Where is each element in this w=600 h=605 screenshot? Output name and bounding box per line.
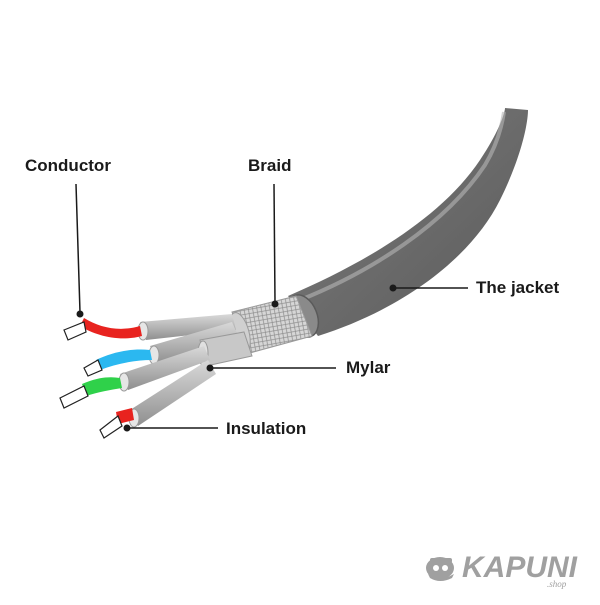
label-insulation: Insulation <box>226 419 307 438</box>
dot-mylar <box>206 364 214 372</box>
label-jacket: The jacket <box>476 278 560 297</box>
jacket-body <box>288 108 528 336</box>
label-braid: Braid <box>248 156 292 175</box>
label-conductor: Conductor <box>25 156 111 175</box>
wire-3-green-core <box>82 377 122 396</box>
wire-2-insulation <box>150 322 240 364</box>
dot-jacket <box>389 284 397 292</box>
label-mylar: Mylar <box>346 358 391 377</box>
dot-insulation <box>123 424 131 432</box>
leader-conductor <box>75 183 81 313</box>
wire-3-conductor <box>59 385 89 409</box>
wire-2-blue-core <box>96 349 152 370</box>
wire-2-conductor <box>83 359 103 377</box>
dot-conductor <box>76 310 84 318</box>
jacket-highlight <box>299 111 506 302</box>
logo-text: KAPUNI <box>462 551 578 584</box>
wire-4-conductor <box>99 415 123 439</box>
wire-1-conductor <box>63 321 87 341</box>
leader-braid <box>273 183 276 303</box>
logo-subtext: .shop <box>547 579 567 589</box>
wire-1-red-core <box>80 318 142 339</box>
wire-3-insulation <box>120 346 210 390</box>
dot-braid <box>271 300 279 308</box>
mascot-head-icon <box>426 557 454 581</box>
wire-1-insulation <box>140 314 236 340</box>
wire-4-red-core <box>116 408 134 424</box>
wire-4-insulation <box>130 360 216 426</box>
